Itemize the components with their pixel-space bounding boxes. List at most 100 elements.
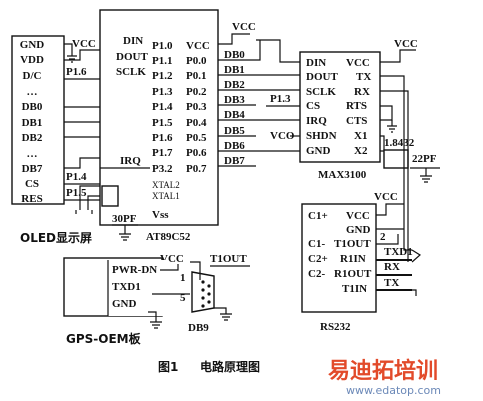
db9-ground-symbol [214,307,232,321]
oled-pin-vdd: VDD [20,54,44,66]
rs232-tx-tail [404,289,417,296]
rs232-pin-c1m: C1- [308,238,325,250]
db9-t1out-label: T1OUT [210,253,247,265]
oled-ground-symbol [67,50,77,63]
max-rts-cts-loop [380,105,393,121]
max3100-uart: DIN DOUT SCLK CS IRQ SHDN GND VCC TX RX … [256,38,440,183]
max-cap-ground-symbol [420,168,432,183]
mcu-pin-din: DIN [123,35,143,47]
max-ground-symbol [387,120,397,133]
oled-pin-cs: CS [25,178,39,190]
db9-pin1: 1 [180,272,186,284]
rs232-rx-label: RX [384,261,400,273]
bus-db2: DB2 [224,79,245,91]
gps-pin-gnd: GND [112,298,137,310]
max-pin-rts: RTS [346,100,367,112]
mcu-pin-p07: P0.7 [186,163,207,175]
max-crystal-label: 1.8432 [384,137,415,149]
oled-pin-gnd: GND [20,39,45,51]
oled-display: GND VDD D/C … DB0 DB1 DB2 … DB7 CS RES O… [11,35,100,245]
gps-pwrdn-wire [160,264,179,271]
db9-name: DB9 [188,322,209,334]
mcu-pin-p12: P1.2 [152,70,173,82]
oled-dc-p16-label: P1.6 [66,66,87,78]
rs232-pin-r1out: R1OUT [334,268,372,280]
bus-wire-0 [218,40,261,61]
oled-pin-db0: DB0 [22,101,43,113]
mcu-pin-p04: P0.4 [186,117,207,129]
max-din-wire [256,39,300,63]
rs232-pin-t1in: T1IN [342,283,367,295]
mcu-pin-p32: P3.2 [152,163,173,175]
max3100-box [299,51,381,163]
max-pin-sclk: SCLK [306,86,336,98]
mcu-pin-p03: P0.3 [186,101,207,113]
rs232-pin-c1p: C1+ [308,210,328,222]
mcu-pin-p14: P1.4 [152,101,173,113]
oled-pin-res: RES [21,193,42,205]
max-pin-x1: X1 [354,130,367,142]
max-pin-tx: TX [356,71,371,83]
gps-label-panel [108,260,168,316]
oled-cs-p14-label: P1.4 [66,171,87,183]
bus-db5: DB5 [224,125,245,137]
mcu-pin-sclk: SCLK [116,66,146,78]
rs232-txd1-label: TXD1 [384,246,413,258]
mcu-pin-vss: Vss [152,209,169,221]
gps-name: GPS-OEM板 [66,331,142,346]
max-pin-cts: CTS [346,115,367,127]
max-pin-x2: X2 [354,145,368,157]
max-crystal-body [383,149,409,169]
mcu-pin-p01: P0.1 [186,70,206,82]
db9-pin-dot-4 [201,304,205,308]
mcu-pin-dout: DOUT [116,51,148,63]
oled-module-box [11,35,65,205]
mcu-crystal: 30PF [75,185,138,241]
rs232-pin-c2m: C2- [308,268,325,280]
mcu-xtal-wire-1 [87,195,100,210]
max-pin-vcc: VCC [346,57,370,69]
max-tx-wire [380,75,405,170]
mcu-vcc-wire [218,33,250,45]
rs232-transceiver: C1+ C1- C2+ C2- VCC GND T1OUT R1IN R1OUT… [301,170,422,333]
oled-pin-ellipsis-2: … [27,148,38,160]
gps-pin-pwrdn: PWR-DN [112,264,157,276]
max-pin-rx: RX [354,86,370,98]
gps-ground-symbol [148,311,162,329]
max-cap-label: 22PF [412,153,437,165]
rs232-cross-wires [403,170,422,263]
max-rx-wire [380,90,409,170]
mcu-pin-p00: P0.0 [186,55,207,67]
max-pin-cs: CS [306,100,320,112]
oled-gnd-wire [64,43,73,50]
db9-pin-dot-3 [201,296,205,300]
max-vcc-label: VCC [394,38,418,50]
oled-res-p15-label: P1.5 [66,187,87,199]
max-vco-label: VCO [270,130,295,142]
db9-pin-dot-5 [207,284,211,288]
rs232-t1out-wire [376,234,399,245]
db9-pin-dot-6 [207,292,211,296]
rs232-vcc-wire [376,203,404,216]
max-pin-dout: DOUT [306,71,338,83]
rs232-box [301,203,377,313]
db9-connector: VCC T1OUT 1 5 DB9 [160,253,250,334]
data-bus: DB0 DB1 DB2 DB3 DB4 DB5 DB6 DB7 [218,40,261,167]
rs232-pin-t1out: T1OUT [334,238,371,250]
oled-pin-db7: DB7 [22,163,43,175]
watermark-url: www.edatop.com [346,384,441,397]
mcu-pin-xtal1: XTAL1 [152,191,180,201]
at89c52-mcu: DIN DOUT SCLK IRQ P1.0 P1.1 P1.2 P1.3 P1… [99,9,256,243]
oled-vcc-label: VCC [72,38,96,50]
mcu-crystal-body [101,185,119,207]
rs232-pin2-label: 2 [380,231,386,243]
bus-db7: DB7 [224,155,245,167]
watermark-logo: 易迪拓培训 [328,358,438,384]
mcu-ground-symbol [119,225,131,241]
mcu-pin-p17: P1.7 [152,147,173,159]
db9-pin-dot-7 [207,300,211,304]
mcu-vcc-label: VCC [232,21,256,33]
mcu-name: AT89C52 [146,231,191,243]
bus-db0: DB0 [224,49,245,61]
